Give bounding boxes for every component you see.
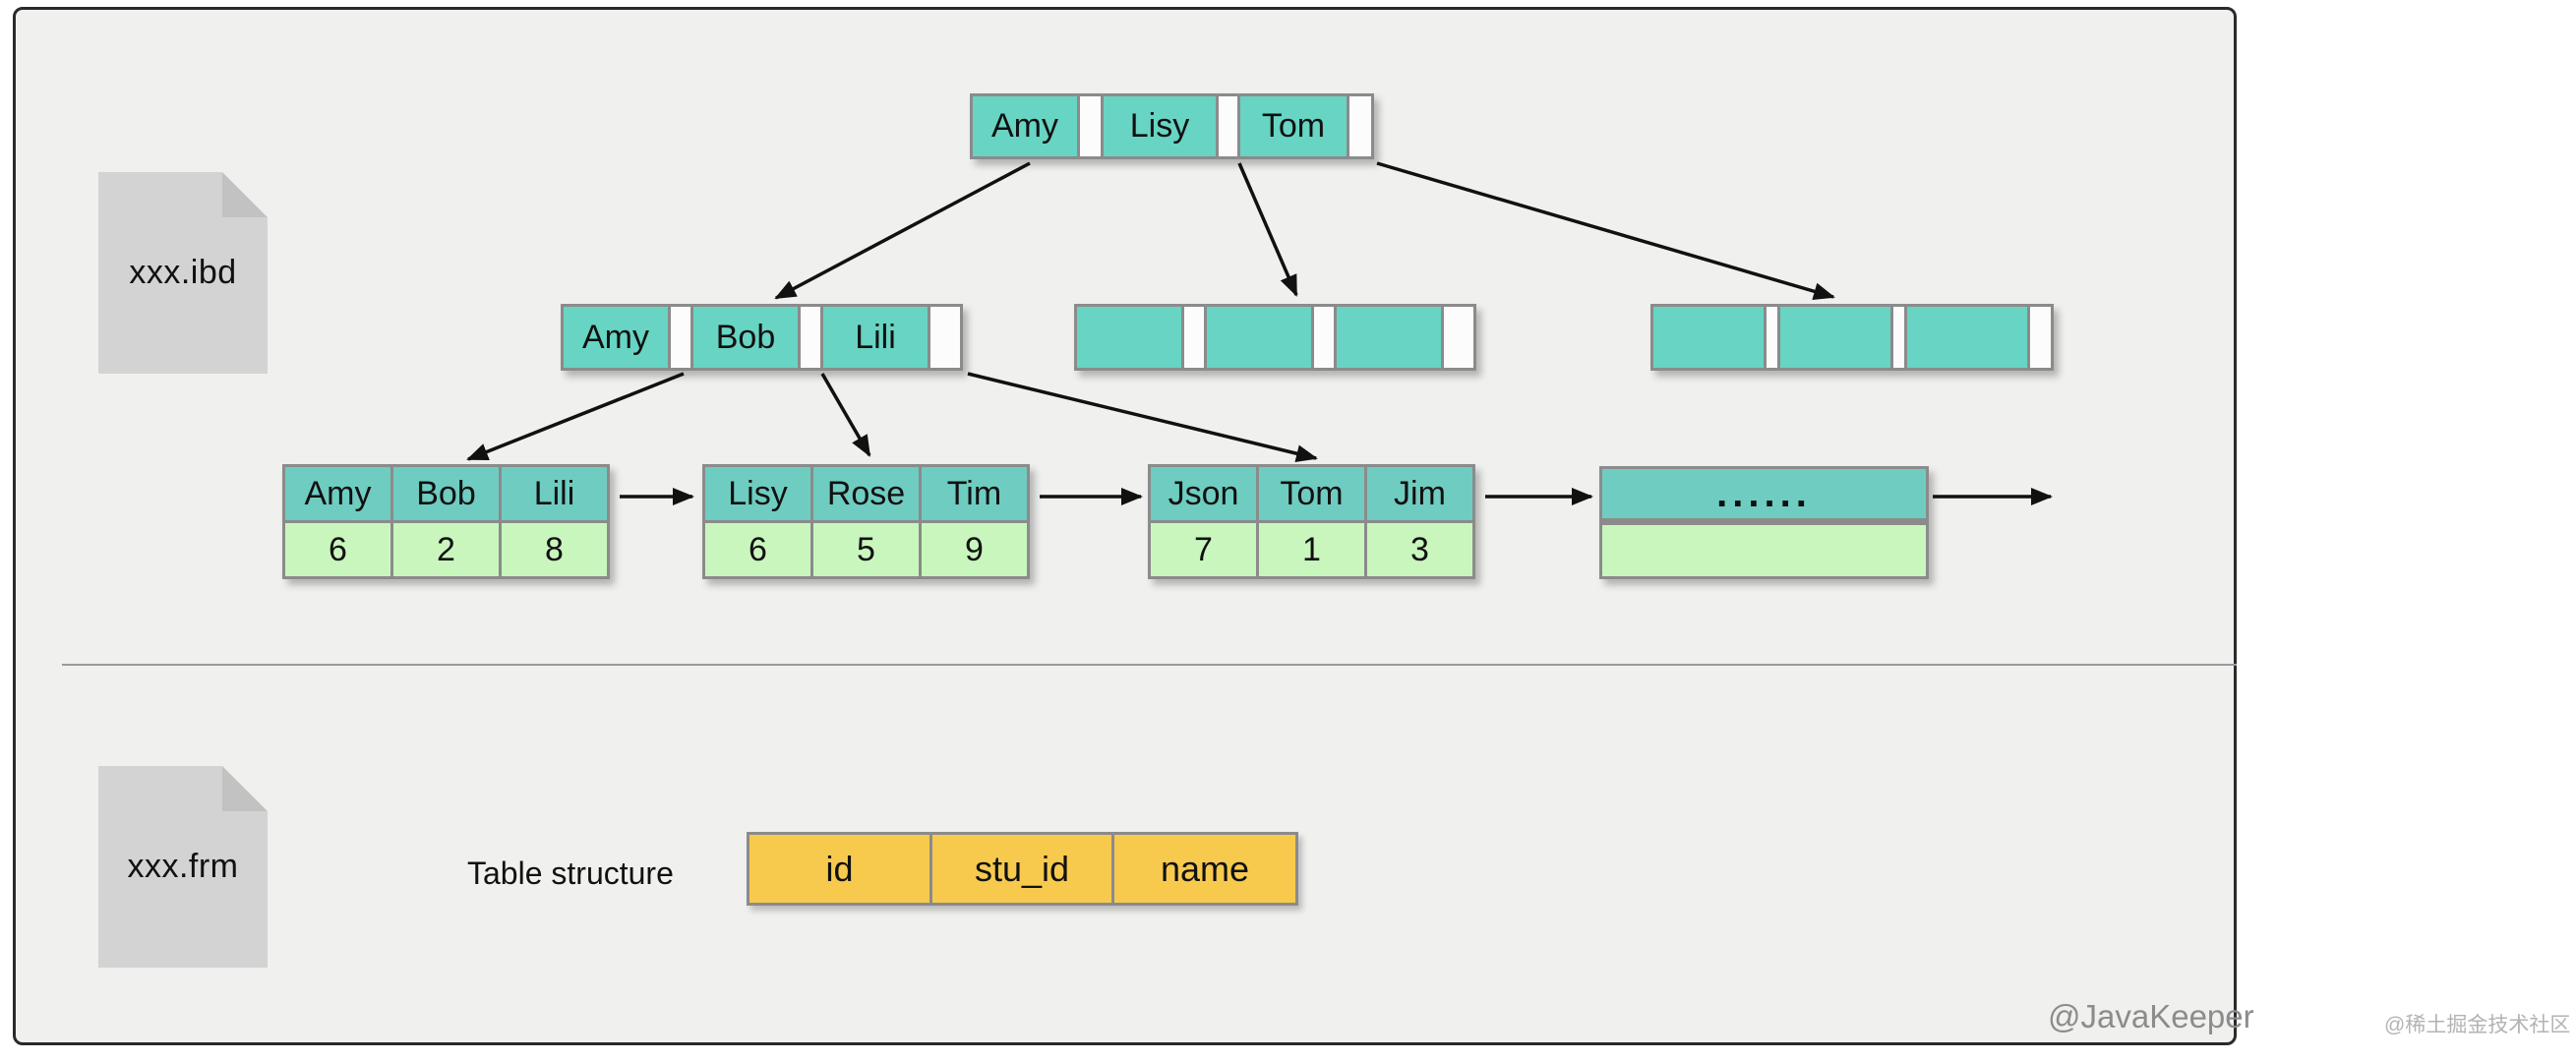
key-cell: Lili	[820, 304, 930, 371]
leaf-value-row: 7 1 3	[1148, 520, 1475, 579]
value-cell: 1	[1256, 520, 1367, 579]
btree-leaf-node-4: ......	[1599, 466, 1929, 579]
value-cell	[1599, 522, 1929, 579]
btree-root-node: Amy Lisy Tom	[970, 93, 1374, 159]
file-label-ibd: xxx.ibd	[129, 254, 237, 291]
value-cell: 8	[499, 520, 610, 579]
key-cell: Tim	[919, 464, 1030, 523]
pointer-cell	[798, 304, 823, 371]
key-cell: Tom	[1237, 93, 1349, 159]
value-cell: 9	[919, 520, 1030, 579]
key-cell: Jim	[1364, 464, 1475, 523]
leaf-value-row: 6 2 8	[282, 520, 610, 579]
key-cell: Lisy	[702, 464, 813, 523]
btree-internal-node-1: Amy Bob Lili	[561, 304, 963, 371]
leaf-key-row: ......	[1599, 466, 1929, 525]
key-cell: Amy	[561, 304, 671, 371]
value-cell: 2	[390, 520, 502, 579]
column-cell-name: name	[1111, 832, 1298, 906]
watermark-community: @稀土掘金技术社区	[2384, 1014, 2571, 1036]
leaf-key-row: Amy Bob Lili	[282, 464, 610, 523]
key-cell: Tom	[1256, 464, 1367, 523]
pointer-cell	[1077, 93, 1104, 159]
leaf-value-row: 6 5 9	[702, 520, 1030, 579]
column-cell-id: id	[747, 832, 932, 906]
leaf-key-row: Lisy Rose Tim	[702, 464, 1030, 523]
file-icon-frm: xxx.frm	[98, 766, 268, 968]
key-cell	[1650, 304, 1767, 371]
column-cell-stu-id: stu_id	[929, 832, 1114, 906]
leaf-key-row: Json Tom Jim	[1148, 464, 1475, 523]
btree-leaf-node-2: Lisy Rose Tim 6 5 9	[702, 464, 1030, 579]
key-cell: Json	[1148, 464, 1259, 523]
value-cell: 5	[810, 520, 922, 579]
key-cell	[1777, 304, 1893, 371]
key-cell: Bob	[690, 304, 801, 371]
leaf-value-row	[1599, 522, 1929, 579]
file-icon-ibd: xxx.ibd	[98, 172, 268, 374]
key-cell	[1334, 304, 1444, 371]
key-cell: Amy	[282, 464, 393, 523]
value-cell: 3	[1364, 520, 1475, 579]
value-cell: 6	[282, 520, 393, 579]
table-structure-row: id stu_id name	[747, 832, 1298, 906]
btree-leaf-node-3: Json Tom Jim 7 1 3	[1148, 464, 1475, 579]
table-structure-label: Table structure	[467, 856, 674, 891]
key-cell: Bob	[390, 464, 502, 523]
pointer-cell	[2027, 304, 2054, 371]
key-cell: Lili	[499, 464, 610, 523]
btree-internal-node-2	[1074, 304, 1476, 371]
key-cell: Rose	[810, 464, 922, 523]
btree-leaf-node-1: Amy Bob Lili 6 2 8	[282, 464, 610, 579]
value-cell: 6	[702, 520, 813, 579]
watermark-author: @JavaKeeper	[2048, 998, 2254, 1034]
pointer-cell	[1347, 93, 1374, 159]
value-cell: 7	[1148, 520, 1259, 579]
key-cell	[1204, 304, 1314, 371]
key-cell	[1074, 304, 1184, 371]
key-cell: Amy	[970, 93, 1080, 159]
btree-internal-node-3	[1650, 304, 2054, 371]
pointer-cell	[1441, 304, 1476, 371]
file-label-frm: xxx.frm	[127, 848, 239, 885]
pointer-cell	[928, 304, 963, 371]
key-cell	[1904, 304, 2030, 371]
key-cell-ellipsis: ......	[1599, 466, 1929, 525]
key-cell: Lisy	[1101, 93, 1219, 159]
section-divider	[62, 664, 2237, 666]
